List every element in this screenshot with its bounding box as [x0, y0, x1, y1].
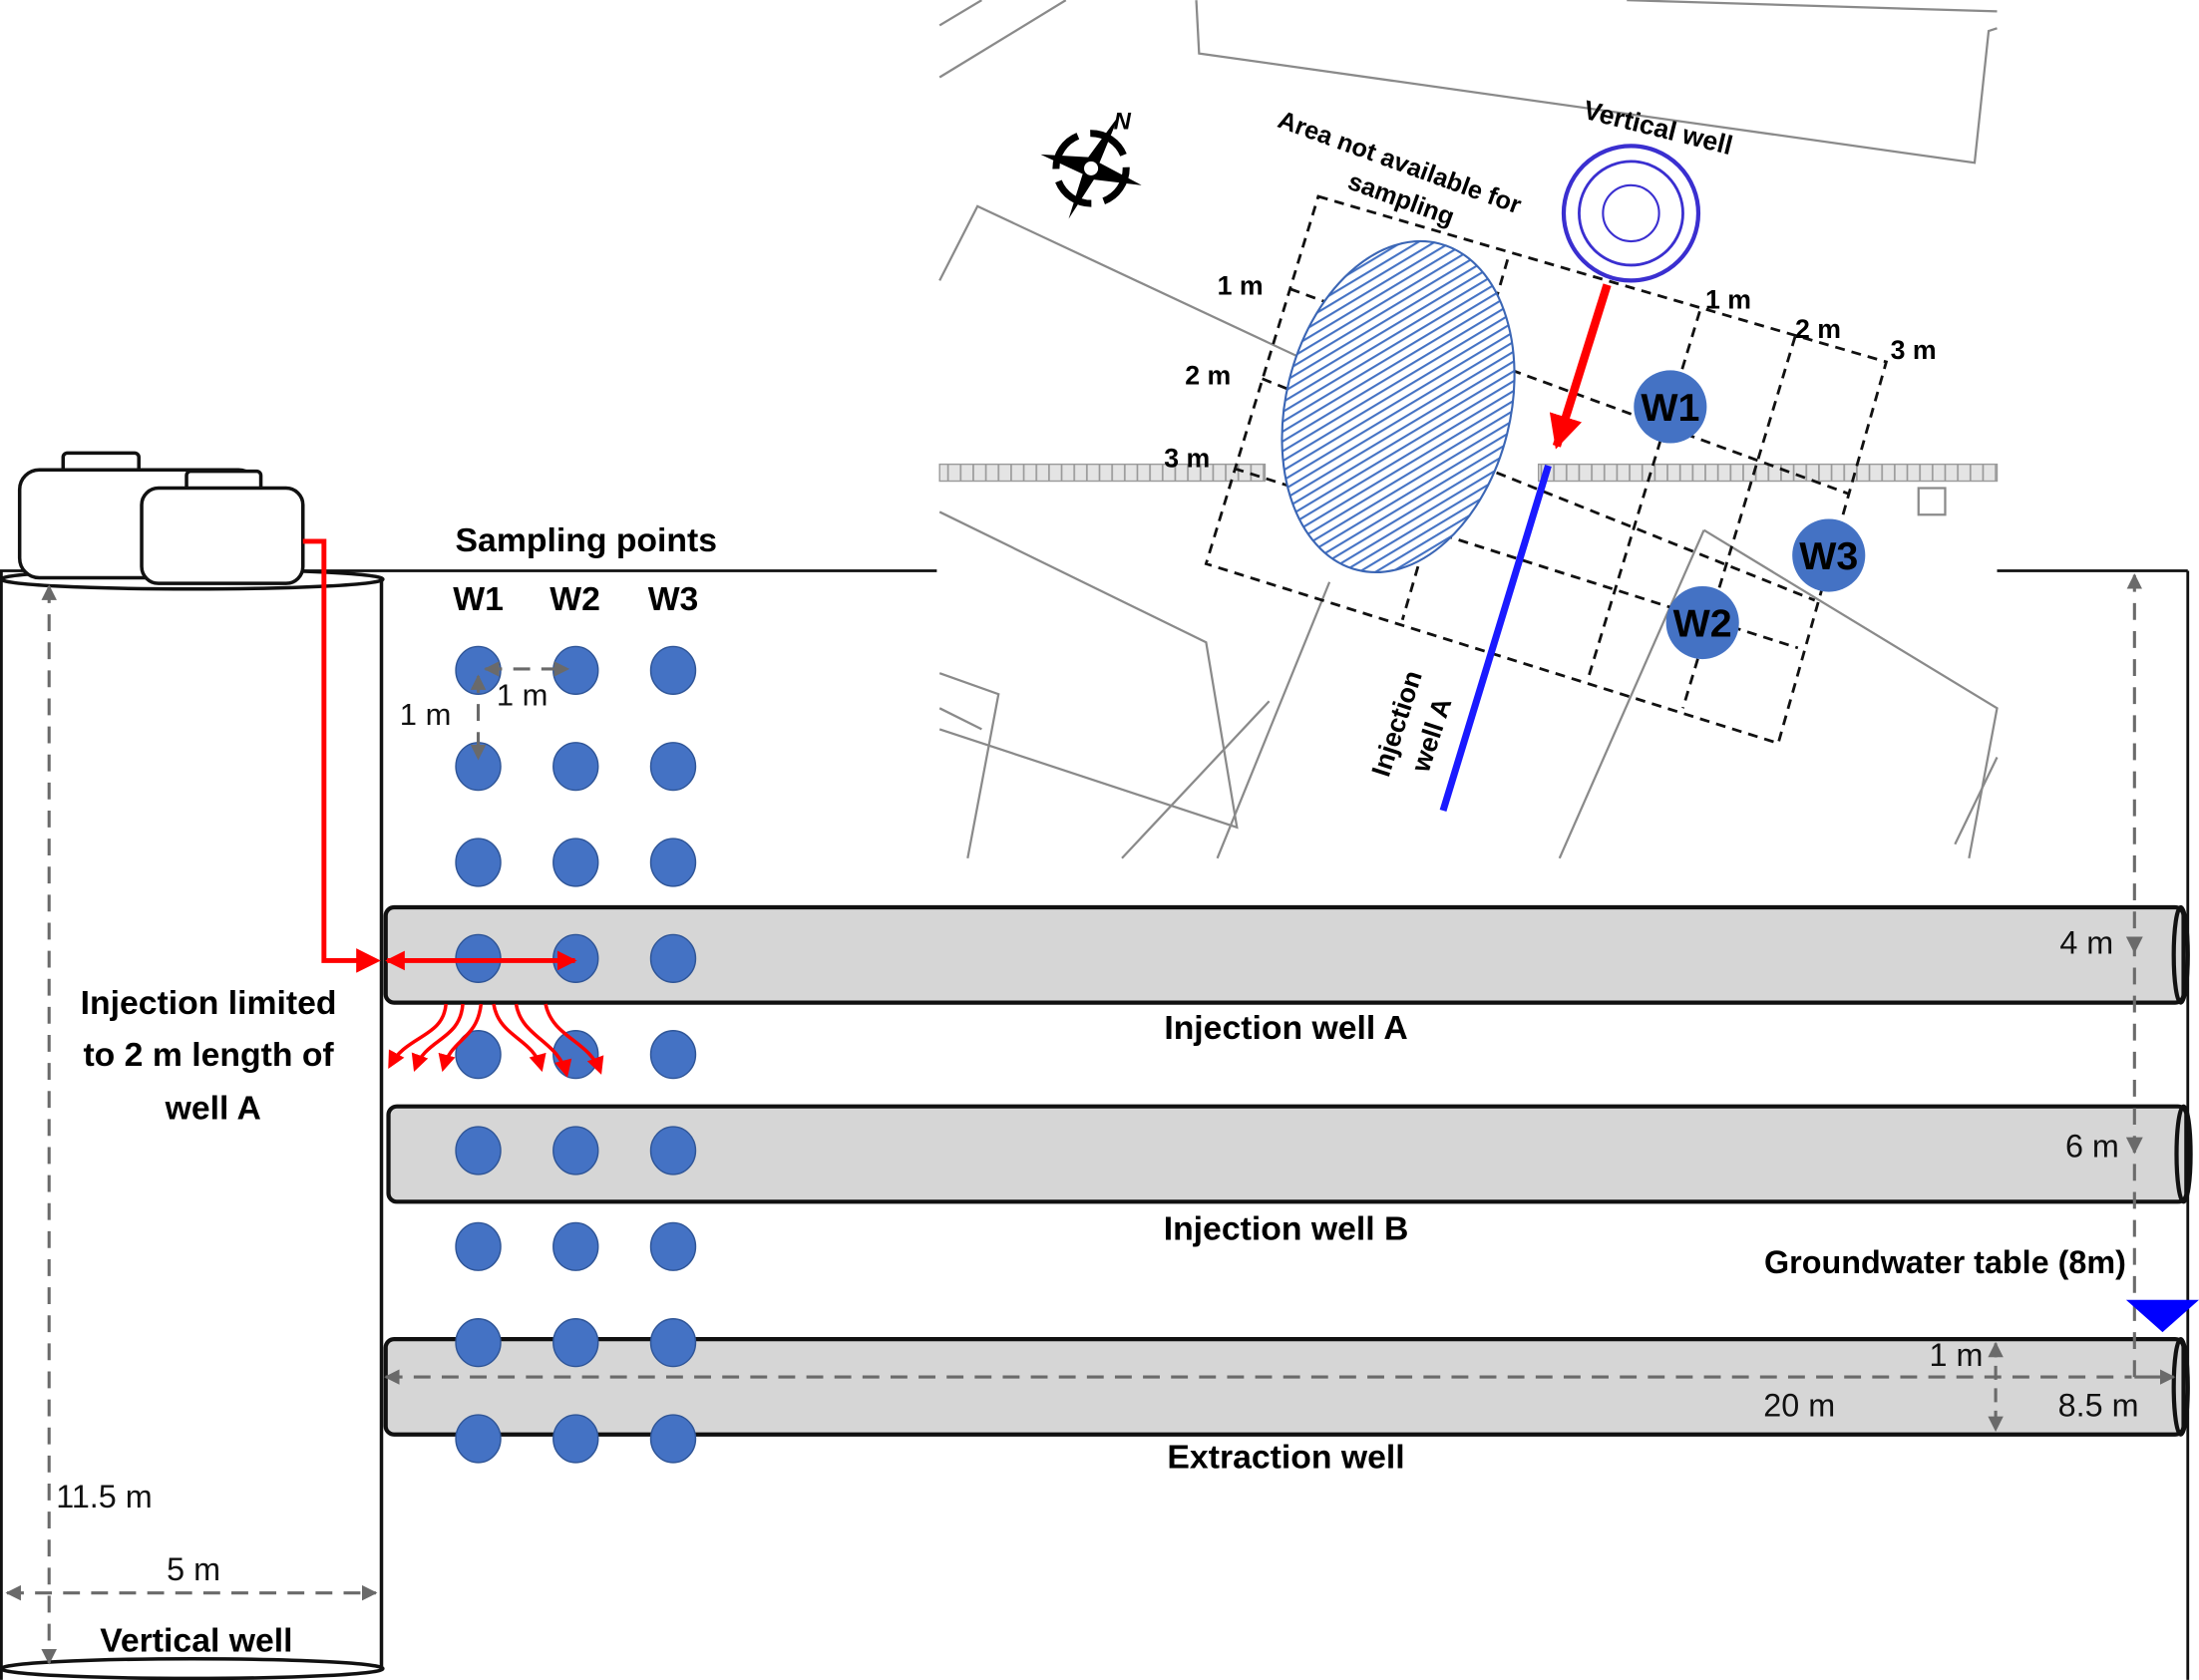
- injection-spread-arrows: [388, 1003, 604, 1078]
- injection-well-b[interactable]: [386, 1104, 2193, 1204]
- vertical-well-diameter-label: 5 m: [167, 1551, 220, 1587]
- sampling-point-grid: [455, 645, 697, 1464]
- grid-label-left-3: 3 m: [1164, 443, 1210, 473]
- column-header-w3: W3: [648, 580, 699, 618]
- grid-label-left-1: 1 m: [1218, 270, 1264, 300]
- map-rail-left: [938, 463, 1267, 483]
- map-injection-arrow: [1549, 283, 1612, 450]
- sampling-point-w1-row-2[interactable]: [455, 742, 502, 792]
- svg-text:W3: W3: [1799, 534, 1858, 578]
- sampling-point-w1-row-7[interactable]: [455, 1221, 502, 1271]
- sampling-points-title: Sampling points: [456, 521, 718, 559]
- injection-feed-pipe: [302, 538, 381, 973]
- map-injection-well-label: Injection well A: [1365, 660, 1465, 792]
- sampling-point-w2-row-1[interactable]: [552, 645, 599, 695]
- extraction-diameter-label: 1 m: [1930, 1337, 1984, 1373]
- injection-note-line1: Injection limited: [81, 984, 337, 1022]
- svg-text:W2: W2: [1673, 602, 1732, 646]
- grid-label-left-2: 2 m: [1185, 360, 1231, 390]
- groundwater-marker-icon: [2125, 1299, 2199, 1333]
- depth-arrow-6m: [2125, 1137, 2143, 1155]
- spacing-vertical-label: 1 m: [400, 697, 452, 732]
- map-sampling-point-w2[interactable]: W2: [1665, 585, 1739, 660]
- restricted-area: [1281, 239, 1516, 574]
- grid-label-top-1: 1 m: [1705, 285, 1751, 315]
- sampling-point-w1-row-6[interactable]: [455, 1126, 502, 1176]
- injection-note-line2: to 2 m length of: [83, 1036, 334, 1074]
- north-label: N: [1114, 109, 1132, 136]
- sampling-point-w1-row-8[interactable]: [455, 1318, 502, 1368]
- compass-icon: N: [1040, 109, 1142, 219]
- sampling-point-w1-row-3[interactable]: [455, 838, 502, 887]
- storage-tank-2: [140, 469, 305, 585]
- sampling-point-w3-row-1[interactable]: [649, 645, 697, 695]
- sampling-point-w1-row-5[interactable]: [455, 1030, 502, 1080]
- sampling-point-w2-row-6[interactable]: [552, 1126, 599, 1176]
- injection-well-a-depth: 4 m: [2059, 924, 2113, 960]
- sampling-point-w1-row-9[interactable]: [455, 1414, 502, 1464]
- injection-note: Injection limited to 2 m length of well …: [81, 984, 346, 1127]
- sampling-point-w2-row-9[interactable]: [552, 1414, 599, 1464]
- extraction-well[interactable]: [383, 1337, 2190, 1437]
- groundwater-table-label: Groundwater table (8m): [1764, 1244, 2126, 1280]
- map-rail-right: [1537, 463, 1999, 483]
- grid-label-top-3: 3 m: [1891, 335, 1937, 365]
- injection-well-b-depth: 6 m: [2065, 1128, 2119, 1164]
- sampling-point-w3-row-6[interactable]: [649, 1126, 697, 1176]
- map-sampling-point-w3[interactable]: W3: [1792, 518, 1866, 592]
- sampling-point-w2-row-8[interactable]: [552, 1318, 599, 1368]
- extraction-well-depth: 8.5 m: [2058, 1387, 2139, 1423]
- column-header-w1: W1: [453, 580, 504, 618]
- sampling-point-w3-row-2[interactable]: [649, 742, 697, 792]
- grid-label-top-2: 2 m: [1795, 314, 1841, 344]
- sampling-point-w3-row-4[interactable]: [649, 933, 697, 983]
- extraction-well-label: Extraction well: [1167, 1439, 1404, 1477]
- sampling-point-w3-row-5[interactable]: [649, 1030, 697, 1080]
- map-sampling-point-w1[interactable]: W1: [1634, 370, 1707, 444]
- sampling-point-w3-row-8[interactable]: [649, 1318, 697, 1368]
- vertical-well-depth-label: 11.5 m: [56, 1479, 152, 1514]
- map-injection-well-a: [1439, 465, 1552, 812]
- sampling-point-w2-row-3[interactable]: [552, 838, 599, 887]
- injection-well-b-label: Injection well B: [1164, 1209, 1409, 1247]
- injection-well-a-label: Injection well A: [1164, 1009, 1407, 1047]
- spacing-horizontal-label: 1 m: [497, 678, 549, 713]
- vertical-well-label: Vertical well: [100, 1622, 292, 1660]
- svg-text:W1: W1: [1641, 386, 1699, 430]
- sampling-point-w3-row-7[interactable]: [649, 1221, 697, 1271]
- map-vertical-well: [1561, 144, 1701, 283]
- injection-note-line3: well A: [165, 1089, 261, 1127]
- depth-arrow-4m: [2125, 936, 2143, 954]
- vertical-well-shaft: [0, 567, 385, 1680]
- sampling-point-w3-row-3[interactable]: [649, 838, 697, 887]
- extraction-length-label: 20 m: [1763, 1387, 1835, 1423]
- map-building-outlines: [938, 0, 1999, 859]
- sampling-point-w2-row-2[interactable]: [552, 742, 599, 792]
- site-map: N 1 m 2 m 3 m 1 m 2 m 3 m Area not avail…: [938, 0, 1999, 859]
- column-header-w2: W2: [550, 580, 600, 618]
- sampling-point-w3-row-9[interactable]: [649, 1414, 697, 1464]
- sampling-point-w2-row-7[interactable]: [552, 1221, 599, 1271]
